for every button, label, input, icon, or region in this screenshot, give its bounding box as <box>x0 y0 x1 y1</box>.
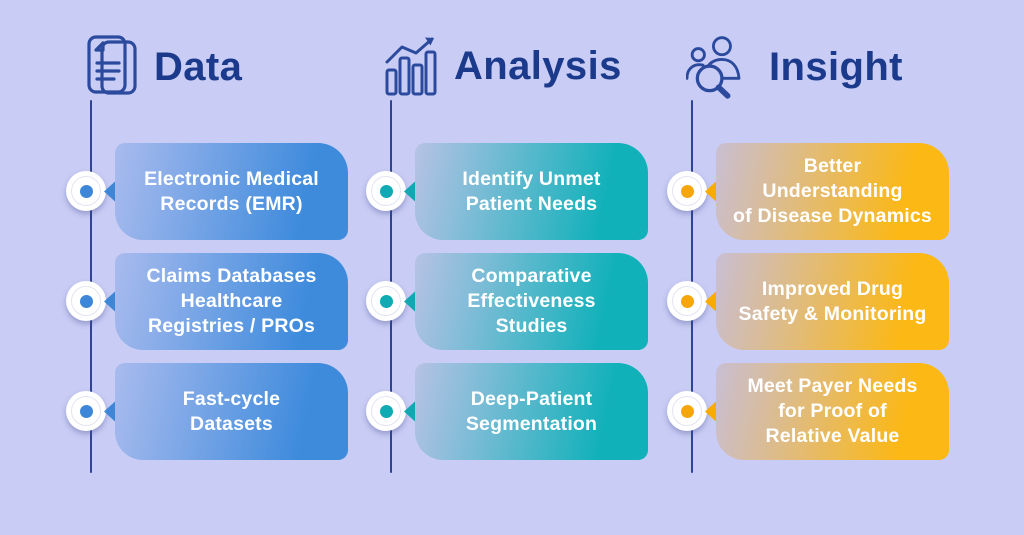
timeline-row: Better Understanding of Disease Dynamics <box>632 143 952 240</box>
column-title: Data <box>154 44 243 89</box>
timeline-node <box>366 281 406 321</box>
info-card: Meet Payer Needs for Proof of Relative V… <box>716 363 949 460</box>
timeline-row: Deep-Patient Segmentation <box>331 363 651 460</box>
timeline-row: Comparative Effectiveness Studies <box>331 253 651 350</box>
node-dot <box>79 404 93 418</box>
timeline-row: Meet Payer Needs for Proof of Relative V… <box>632 363 952 460</box>
node-dot <box>379 294 393 308</box>
node-dot <box>680 294 694 308</box>
timeline-node <box>667 171 707 211</box>
column-title: Analysis <box>454 43 622 88</box>
column-title: Insight <box>769 44 903 89</box>
node-dot <box>379 404 393 418</box>
column-data: Data Electronic Medical Records (EMR) Cl… <box>31 0 351 535</box>
info-card-text: Meet Payer Needs for Proof of Relative V… <box>747 375 918 447</box>
info-card: Identify Unmet Patient Needs <box>415 143 648 240</box>
column-header: Insight <box>686 34 903 100</box>
info-card: Electronic Medical Records (EMR) <box>115 143 348 240</box>
documents-icon <box>87 35 137 95</box>
info-card-text: Deep-Patient Segmentation <box>465 387 598 435</box>
column-analysis: Analysis Identify Unmet Patient Needs Co… <box>331 0 651 535</box>
node-dot <box>79 294 93 308</box>
timeline-node <box>66 391 106 431</box>
info-card-text: Electronic Medical Records (EMR) <box>144 167 319 215</box>
timeline-node <box>366 391 406 431</box>
timeline-row: Identify Unmet Patient Needs <box>331 143 651 240</box>
info-card: Fast-cycle Datasets <box>115 363 348 460</box>
column-header: Analysis <box>385 34 622 98</box>
info-card-text: Comparative Effectiveness Studies <box>467 265 596 337</box>
bar-chart-growth-icon <box>385 37 437 96</box>
node-dot <box>79 184 93 198</box>
timeline-row: Electronic Medical Records (EMR) <box>31 143 351 240</box>
info-card-text: Identify Unmet Patient Needs <box>462 167 601 215</box>
column-header: Data <box>85 34 242 100</box>
timeline-node <box>66 171 106 211</box>
people-magnifier-icon <box>686 36 741 99</box>
info-card-text: Claims Databases Healthcare Registries /… <box>146 265 317 337</box>
timeline-node <box>66 281 106 321</box>
node-dot <box>680 404 694 418</box>
info-card: Improved Drug Safety & Monitoring <box>716 253 949 350</box>
info-card-text: Better Understanding of Disease Dynamics <box>733 155 932 227</box>
timeline-row: Claims Databases Healthcare Registries /… <box>31 253 351 350</box>
timeline-row: Fast-cycle Datasets <box>31 363 351 460</box>
info-card-text: Fast-cycle Datasets <box>182 387 281 435</box>
timeline-node <box>366 171 406 211</box>
info-card: Comparative Effectiveness Studies <box>415 253 648 350</box>
node-dot <box>680 184 694 198</box>
column-insight: Insight Better Understanding of Disease … <box>632 0 952 535</box>
info-card-text: Improved Drug Safety & Monitoring <box>738 277 927 325</box>
node-dot <box>379 184 393 198</box>
info-card: Deep-Patient Segmentation <box>415 363 648 460</box>
info-card: Claims Databases Healthcare Registries /… <box>115 253 348 350</box>
timeline-node <box>667 391 707 431</box>
timeline-row: Improved Drug Safety & Monitoring <box>632 253 952 350</box>
info-card: Better Understanding of Disease Dynamics <box>716 143 949 240</box>
timeline-node <box>667 281 707 321</box>
